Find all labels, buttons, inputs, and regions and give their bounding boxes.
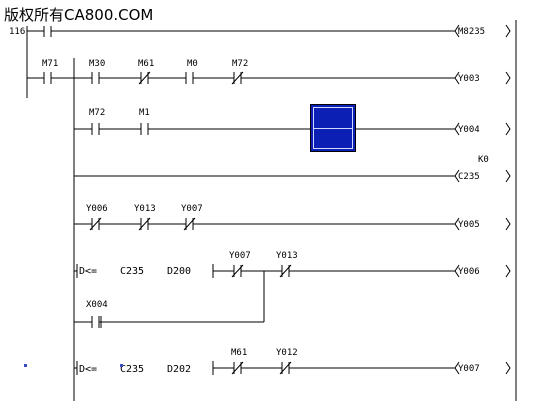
- rung-c235[interactable]: K0 C235: [74, 155, 511, 183]
- coil-right: [505, 24, 511, 38]
- contact-label: Y012: [276, 348, 298, 358]
- watermark-text: 版权所有CA800.COM: [4, 6, 154, 24]
- contact-label: M1: [139, 108, 150, 118]
- coil-label: C235: [458, 172, 480, 182]
- coil-label: Y006: [458, 267, 480, 277]
- coil-constant: K0: [478, 155, 489, 165]
- rung-m8235[interactable]: 116 M8235: [9, 24, 511, 38]
- contact-label: M0: [187, 59, 198, 69]
- contact-label: Y013: [134, 204, 156, 214]
- marker-dot: [24, 364, 27, 367]
- coil-label: Y007: [458, 364, 480, 374]
- contact-label: M72: [232, 59, 248, 69]
- coil-label: M8235: [458, 27, 485, 37]
- rung-step-number: 116: [9, 27, 25, 37]
- contact-label: Y007: [181, 204, 203, 214]
- compare-source-2: D200: [167, 266, 191, 277]
- selection-cursor[interactable]: [310, 104, 356, 152]
- coil-label: Y005: [458, 220, 480, 230]
- compare-source-1: C235: [120, 364, 144, 375]
- rung-y003[interactable]: M71 M30 M61 M0 M72 Y003: [27, 59, 511, 85]
- marker-dot: [120, 364, 123, 367]
- contact-label: Y013: [276, 251, 298, 261]
- contact-label: Y007: [229, 251, 251, 261]
- rung-y005[interactable]: Y006 Y013 Y007 Y005: [74, 204, 511, 231]
- contact-label: M72: [89, 108, 105, 118]
- rung-y007[interactable]: D<= C235 D202 M61 Y012 Y007: [74, 348, 511, 375]
- contact-label: M71: [42, 59, 58, 69]
- contact-label: M30: [89, 59, 105, 69]
- compare-operator: D<=: [79, 266, 97, 277]
- compare-operator: D<=: [79, 364, 97, 375]
- contact-label: Y006: [86, 204, 108, 214]
- compare-source-2: D202: [167, 364, 191, 375]
- rung-y004[interactable]: M72 M1 Y004: [74, 108, 511, 136]
- coil-left: [454, 24, 460, 38]
- branch-contact-label: X004: [86, 300, 108, 310]
- rung-y006[interactable]: D<= C235 D200 Y007 Y013 Y006 X004: [74, 251, 511, 328]
- coil-label: Y003: [458, 74, 480, 84]
- compare-source-1: C235: [120, 266, 144, 277]
- contact-label: M61: [231, 348, 247, 358]
- coil-label: Y004: [458, 125, 480, 135]
- contact-label: M61: [138, 59, 154, 69]
